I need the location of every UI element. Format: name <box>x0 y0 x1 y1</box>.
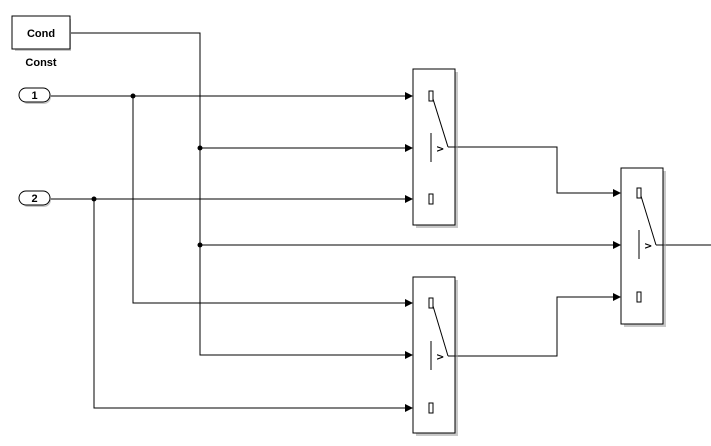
branch-points <box>91 93 203 248</box>
constant-block-label[interactable]: Const <box>25 57 57 69</box>
switch-port-tab <box>428 193 434 205</box>
arrowhead <box>405 144 413 152</box>
branch-dot <box>197 242 203 248</box>
branch-dot <box>91 196 97 202</box>
arrowhead <box>613 241 621 249</box>
wire-in2-branch[interactable] <box>93 199 405 409</box>
constant-value: Cond <box>27 28 55 40</box>
switch-port-tab <box>428 90 434 102</box>
arrowheads <box>405 92 621 412</box>
switch-criteria-symbol: > <box>436 144 444 155</box>
constant-block[interactable]: Cond <box>11 15 71 51</box>
arrowhead <box>405 92 413 100</box>
switch-port-tab <box>636 187 642 199</box>
wire-const[interactable] <box>71 32 405 356</box>
switch-port-tab <box>428 402 434 414</box>
inport-1-number: 1 <box>31 90 37 102</box>
switch-lever <box>640 195 657 246</box>
inport-1[interactable]: 1 <box>18 87 51 104</box>
switch-criteria-symbol: > <box>436 352 444 363</box>
arrowhead <box>405 195 413 203</box>
switch-port-tab <box>636 291 642 303</box>
arrowhead <box>613 189 621 197</box>
inport-2-number: 2 <box>31 193 37 205</box>
switch-right[interactable]: > <box>620 167 666 327</box>
arrowhead <box>405 404 413 412</box>
wire-bottom-switch-out[interactable] <box>455 296 613 357</box>
switch-bottom[interactable]: > <box>412 276 458 436</box>
branch-dot <box>197 145 203 151</box>
signal-lines <box>51 32 711 409</box>
inport-2[interactable]: 2 <box>18 190 51 207</box>
switch-lever <box>432 98 449 148</box>
wire-top-switch-out[interactable] <box>455 146 613 194</box>
switch-port-tab <box>428 297 434 309</box>
switch-lever <box>432 305 449 357</box>
arrowhead <box>405 299 413 307</box>
arrowhead <box>613 293 621 301</box>
switch-top[interactable]: > <box>412 68 458 228</box>
arrowhead <box>405 351 413 359</box>
switch-criteria-symbol: > <box>644 241 652 252</box>
wire-in1-branch[interactable] <box>132 96 405 304</box>
branch-dot <box>130 93 136 99</box>
